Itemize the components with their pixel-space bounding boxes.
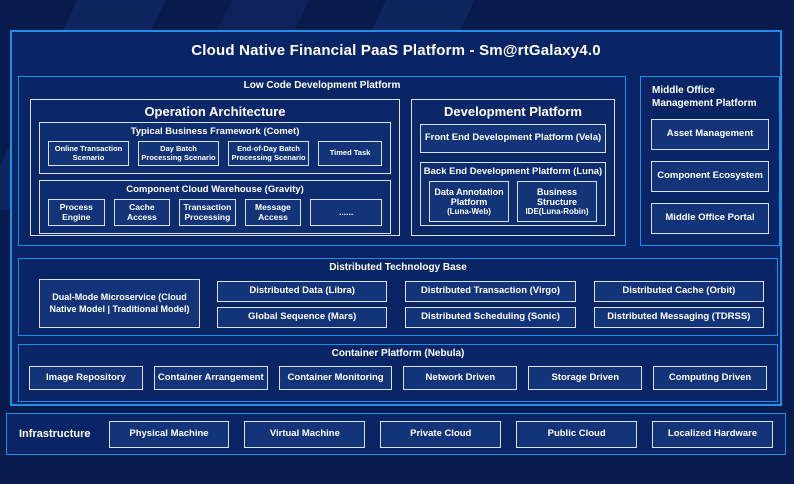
page-title: Cloud Native Financial PaaS Platform - S… xyxy=(191,42,601,59)
infrastructure-section: Infrastructure Physical Machine Virtual … xyxy=(6,413,786,455)
distributed-label: Distributed Technology Base xyxy=(329,262,467,273)
box-online-transaction-scenario: Online Transaction Scenario xyxy=(48,141,130,166)
box-public-cloud: Public Cloud xyxy=(516,420,638,448)
distributed-technology-base: Distributed Technology Base Dual-Mode Mi… xyxy=(18,258,778,336)
box-storage-driven: Storage Driven xyxy=(528,366,643,390)
box-distributed-data-libra: Distributed Data (Libra) xyxy=(217,281,388,302)
low-code-label: Low Code Development Platform xyxy=(243,80,401,91)
box-day-batch-processing-scenario: Day Batch Processing Scenario xyxy=(138,141,220,166)
box-data-annotation-platform: Data Annotation Platform (Luna-Web) xyxy=(429,181,509,222)
middle-office-label: Middle Office Management Platform xyxy=(652,85,757,109)
distributed-grid: Distributed Data (Libra) Distributed Tra… xyxy=(217,281,764,328)
box-business-structure-ide: Business Structure IDE(Luna-Robin) xyxy=(517,181,597,222)
component-cloud-warehouse-gravity: Component Cloud Warehouse (Gravity) Proc… xyxy=(39,180,391,234)
box-container-monitoring: Container Monitoring xyxy=(278,366,393,390)
gravity-title: Component Cloud Warehouse (Gravity) xyxy=(126,184,304,195)
platform-frame: Cloud Native Financial PaaS Platform - S… xyxy=(10,30,782,406)
box-container-arrangement: Container Arrangement xyxy=(153,366,268,390)
box-component-ecosystem: Component Ecosystem xyxy=(651,161,769,192)
gravity-row: Process Engine Cache Access Transaction … xyxy=(48,199,382,226)
container-platform-label: Container Platform (Nebula) xyxy=(331,348,465,359)
box-network-driven: Network Driven xyxy=(403,366,518,390)
comet-row: Online Transaction Scenario Day Batch Pr… xyxy=(48,141,383,166)
box-distributed-messaging-tdrss: Distributed Messaging (TDRSS) xyxy=(593,307,764,328)
luna-row: Data Annotation Platform (Luna-Web) Busi… xyxy=(429,181,597,222)
box-timed-task: Timed Task xyxy=(318,141,383,166)
box-private-cloud: Private Cloud xyxy=(380,420,502,448)
container-platform-nebula: Container Platform (Nebula) Image Reposi… xyxy=(18,344,778,402)
box-localized-hardware: Localized Hardware xyxy=(652,420,773,448)
development-platform-title: Development Platform xyxy=(444,104,582,119)
container-platform-row: Image Repository Container Arrangement C… xyxy=(29,366,767,390)
infrastructure-label: Infrastructure xyxy=(19,428,91,440)
operation-architecture-panel: Operation Architecture Typical Business … xyxy=(30,99,400,236)
box-image-repository: Image Repository xyxy=(29,366,143,390)
box-physical-machine: Physical Machine xyxy=(108,420,230,448)
box-cache-access: Cache Access xyxy=(113,199,171,226)
box-front-end-development-platform-vela: Front End Development Platform (Vela) xyxy=(420,124,606,153)
low-code-development-platform: Low Code Development Platform Operation … xyxy=(18,76,626,246)
box-global-sequence-mars: Global Sequence (Mars) xyxy=(217,307,388,328)
box-end-of-day-batch-processing-scenario: End-of-Day Batch Processing Scenario xyxy=(228,141,310,166)
box-virtual-machine: Virtual Machine xyxy=(244,420,366,448)
box-middle-office-portal: Middle Office Portal xyxy=(651,203,769,234)
business-structure-name: Business Structure xyxy=(536,186,578,207)
box-distributed-scheduling-sonic: Distributed Scheduling (Sonic) xyxy=(405,307,576,328)
box-asset-management: Asset Management xyxy=(651,119,769,150)
box-dual-mode-microservice: Dual-Mode Microservice (Cloud Native Mod… xyxy=(39,279,200,328)
development-platform-panel: Development Platform Front End Developme… xyxy=(411,99,615,236)
box-distributed-cache-orbit: Distributed Cache (Orbit) xyxy=(593,281,764,302)
business-structure-sub: IDE(Luna-Robin) xyxy=(525,207,589,217)
comet-title: Typical Business Framework (Comet) xyxy=(130,126,300,137)
box-ellipsis: ...... xyxy=(310,199,382,226)
operation-architecture-title: Operation Architecture xyxy=(144,104,286,119)
typical-business-framework-comet: Typical Business Framework (Comet) Onlin… xyxy=(39,122,391,174)
box-message-access: Message Access xyxy=(244,199,302,226)
luna-title: Back End Development Platform (Luna) xyxy=(423,166,603,177)
data-annotation-platform-sub: (Luna-Web) xyxy=(447,207,491,217)
box-distributed-transaction-virgo: Distributed Transaction (Virgo) xyxy=(405,281,576,302)
box-transaction-processing: Transaction Processing xyxy=(179,199,236,226)
box-computing-driven: Computing Driven xyxy=(653,366,767,390)
data-annotation-platform-name: Data Annotation Platform xyxy=(434,186,504,207)
box-process-engine: Process Engine xyxy=(48,199,105,226)
middle-office-management-platform: Middle Office Management Platform Asset … xyxy=(640,76,780,246)
back-end-development-platform-luna: Back End Development Platform (Luna) Dat… xyxy=(420,162,606,226)
